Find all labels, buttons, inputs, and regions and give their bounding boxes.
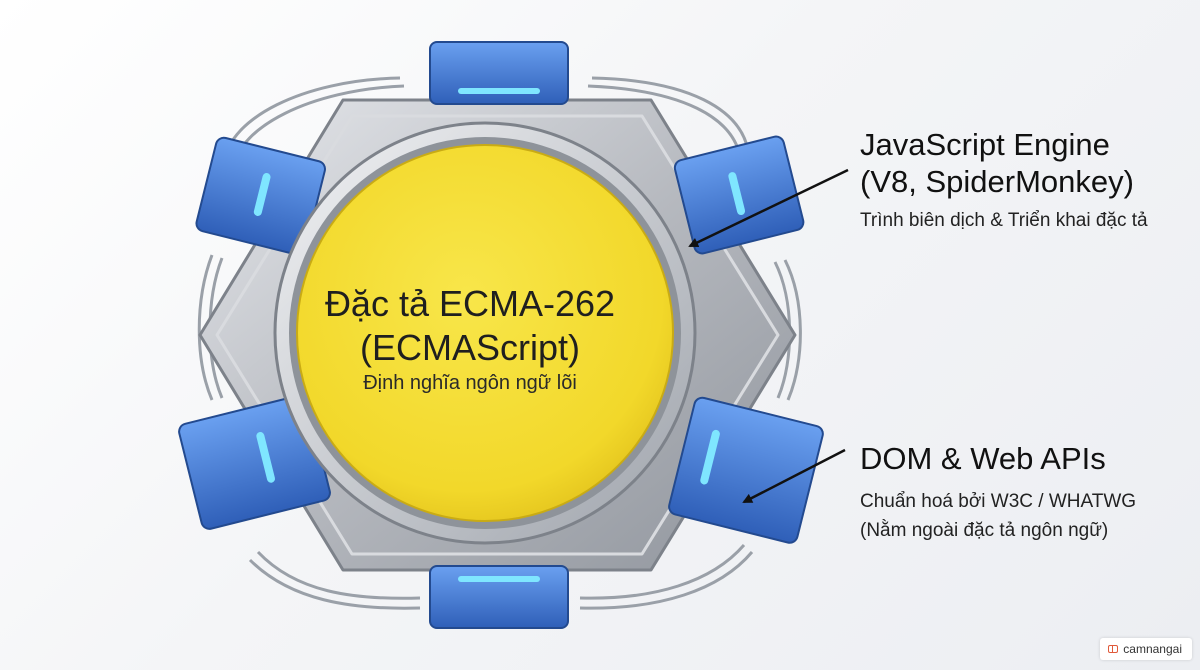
dom-label: DOM & Web APIs Chuẩn hoá bởi W3C / WHATW… — [860, 440, 1136, 543]
engine-subtitle: Trình biên dịch & Triển khai đặc tả — [860, 210, 1148, 231]
engine-label: JavaScript Engine (V8, SpiderMonkey) Trì… — [860, 126, 1148, 233]
core-title-line2: (ECMAScript) — [359, 327, 580, 368]
module-bottom — [429, 565, 569, 629]
core-circle — [296, 144, 674, 522]
module-upper-right — [673, 135, 805, 255]
core-title-line1: Đặc tả ECMA-262 — [324, 283, 616, 324]
engine-arrow — [688, 168, 849, 248]
engine-title-line2: (V8, SpiderMonkey) — [860, 164, 1134, 199]
core-subtitle: Định nghĩa ngôn ngữ lõi — [363, 372, 577, 394]
hexagon-frame-inner — [215, 114, 780, 556]
dom-title: DOM & Web APIs — [860, 441, 1106, 476]
module-top — [429, 41, 569, 105]
watermark-badge: camnangai — [1100, 638, 1192, 660]
watermark-text: camnangai — [1123, 642, 1182, 656]
module-lower-left — [178, 394, 331, 530]
module-lower-right — [668, 396, 824, 544]
core-title: Đặc tả ECMA-262 (ECMAScript) — [255, 282, 685, 370]
engine-title-line1: JavaScript Engine — [860, 127, 1110, 162]
dom-subtitle-line2: (Nằm ngoài đặc tả ngôn ngữ) — [860, 520, 1109, 541]
gift-icon — [1108, 645, 1119, 653]
dom-subtitle-line1: Chuẩn hoá bởi W3C / WHATWG — [860, 491, 1137, 512]
dom-arrow — [742, 448, 846, 504]
